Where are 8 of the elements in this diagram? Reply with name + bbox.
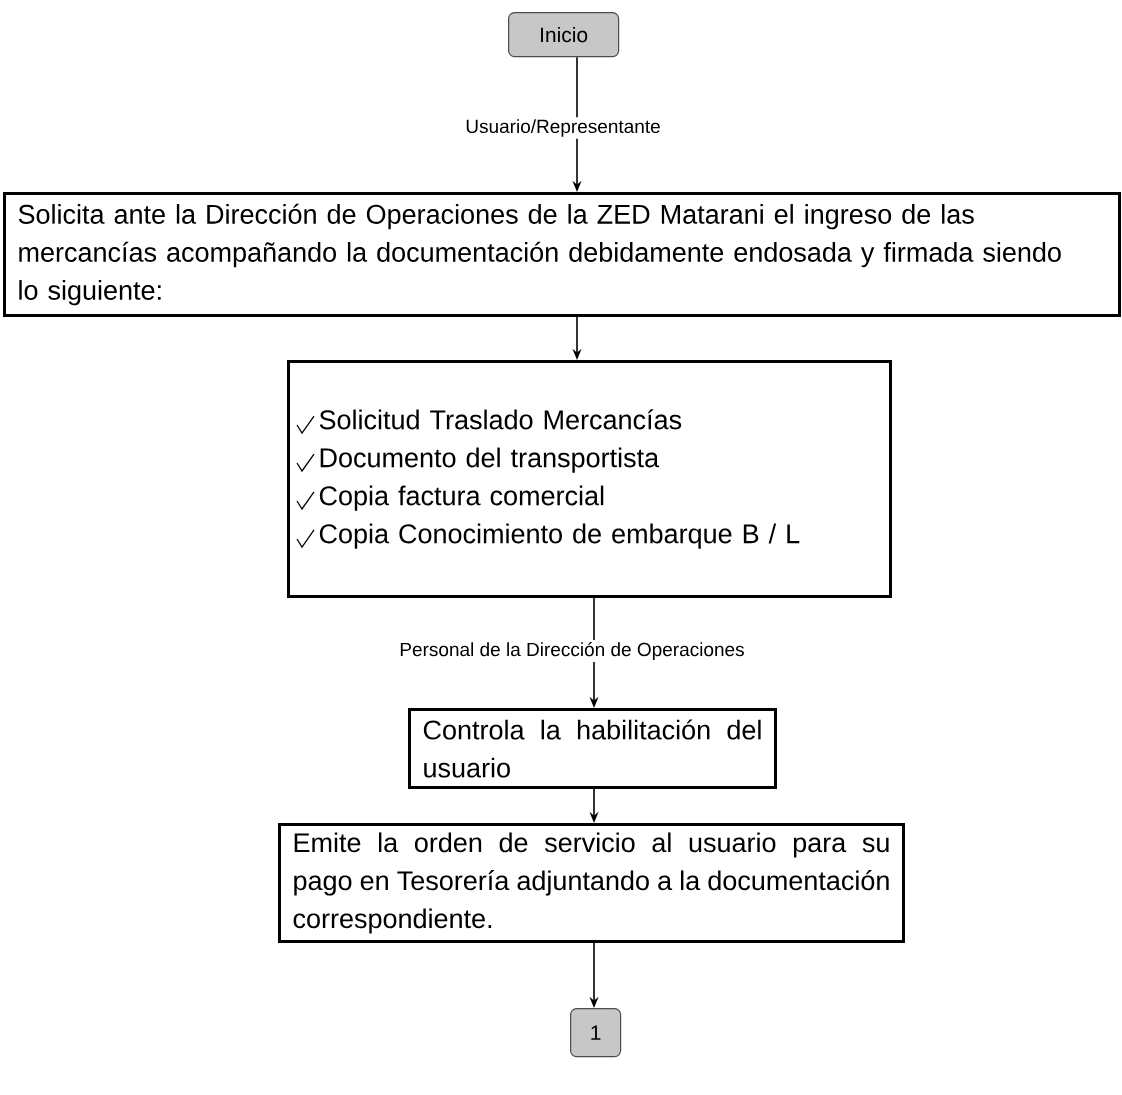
checklist-box: Solicitud Traslado Mercancías Documento del transportista Copia factura comercial Copia Conocimiento de embarque B / L: [287, 360, 892, 598]
process-box: Controla la habilitación del usuario: [408, 708, 777, 789]
terminal-box: 1: [570, 1008, 622, 1058]
process-box: Emite la orden de servicio al usuario para su pago en Tesorería adjuntando a la documentación correspondiente.: [278, 823, 905, 943]
process-box: Solicita ante la Dirección de Operaciones de la ZED Matarani el ingreso de las mercancías acompañando la documentación debidamente endosada y firmada siendo lo siguiente:: [3, 192, 1121, 317]
edge-label: Personal de la Dirección de Operaciones: [397, 640, 747, 662]
edge-label: Usuario/Representante: [463, 117, 663, 139]
terminal-box: Inicio: [508, 12, 620, 58]
